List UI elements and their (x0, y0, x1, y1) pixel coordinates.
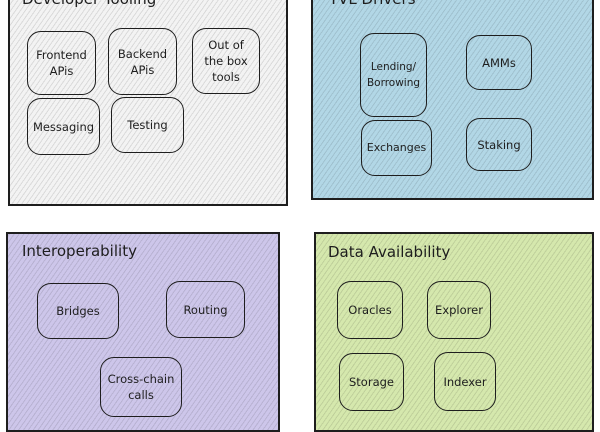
panel-title: Data Availability (328, 243, 451, 261)
panel-data-availability: Data Availability (314, 232, 594, 432)
item-messaging: Messaging (27, 98, 100, 155)
item-testing: Testing (111, 97, 184, 153)
item-out-of-the-box-tools: Out of the box tools (192, 28, 260, 94)
item-amms: AMMs (466, 35, 532, 90)
item-cross-chain-calls: Cross-chain calls (100, 357, 182, 417)
item-indexer: Indexer (434, 352, 496, 411)
item-oracles: Oracles (337, 281, 403, 339)
item-backend-apis: Backend APis (108, 28, 177, 95)
panel-developer-tooling: Developer Tooling (8, 0, 288, 206)
item-explorer: Explorer (427, 281, 491, 339)
panel-title: TVL Drivers (329, 0, 416, 8)
panel-title: Interoperability (22, 242, 137, 260)
item-frontend-apis: Frontend APis (27, 31, 96, 95)
item-exchanges: Exchanges (361, 120, 432, 176)
item-lending-borrowing: Lending/ Borrowing (360, 33, 427, 117)
panel-title: Developer Tooling (22, 0, 156, 8)
panel-tvl-drivers: TVL Drivers (311, 0, 594, 200)
item-routing: Routing (166, 281, 245, 338)
item-staking: Staking (466, 118, 532, 171)
item-storage: Storage (339, 353, 404, 411)
item-bridges: Bridges (37, 283, 119, 339)
